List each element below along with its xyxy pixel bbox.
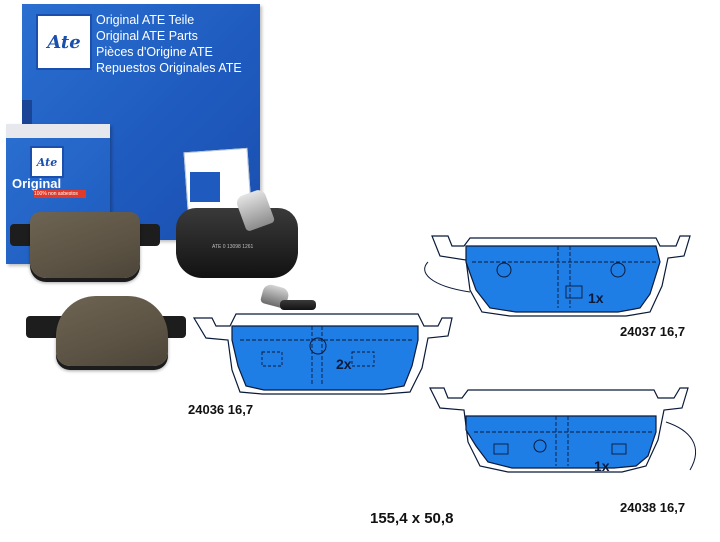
ate-logo-small: Ate (30, 146, 64, 178)
ate-logo-text: Ate (47, 31, 81, 53)
pad-24037-quantity: 1x (588, 290, 604, 306)
pad-24037-code: 24037 16,7 (620, 324, 686, 339)
pad-24036-quantity: 2x (336, 356, 352, 372)
ate-box-small-lid (6, 124, 110, 138)
pad-24038-code: 24038 16,7 (620, 500, 686, 515)
ate-line-fr: Pièces d'Origine ATE (96, 45, 213, 59)
small-box-title: Original (12, 176, 62, 191)
small-box-stripe: 100% non asbestos (34, 190, 86, 198)
pad-photo-1 (30, 212, 140, 278)
pad-drawing-24036 (192, 313, 453, 395)
pad-drawing-24038-friction (465, 415, 657, 469)
pad-drawing-24037 (424, 235, 691, 317)
ate-logo-large: Ate (36, 14, 92, 70)
pad-drawing-24036-friction (231, 325, 419, 391)
ate-box-text: Original ATE Teile Original ATE Parts Pi… (96, 12, 242, 76)
pad-dimensions: 155,4 x 50,8 (370, 510, 454, 527)
pad-24036-code: 24036 16,7 (188, 402, 254, 417)
leaflet-logo (190, 172, 220, 202)
ate-logo-small-text: Ate (36, 155, 58, 169)
pad-photo-2-backing (176, 208, 298, 278)
ate-line-de: Original ATE Teile (96, 13, 195, 27)
ate-line-es: Repuestos Originales ATE (96, 61, 242, 75)
pad-photo-3 (56, 296, 168, 366)
ate-line-en: Original ATE Parts (96, 29, 198, 43)
pad-photo-3-spring (280, 300, 316, 310)
pad-24038-quantity: 1x (594, 458, 610, 474)
pad-drawing-24038 (429, 387, 696, 473)
backing-print: ATE 0 13098 1261 (212, 244, 254, 250)
pad-drawing-24037-friction (465, 245, 661, 313)
